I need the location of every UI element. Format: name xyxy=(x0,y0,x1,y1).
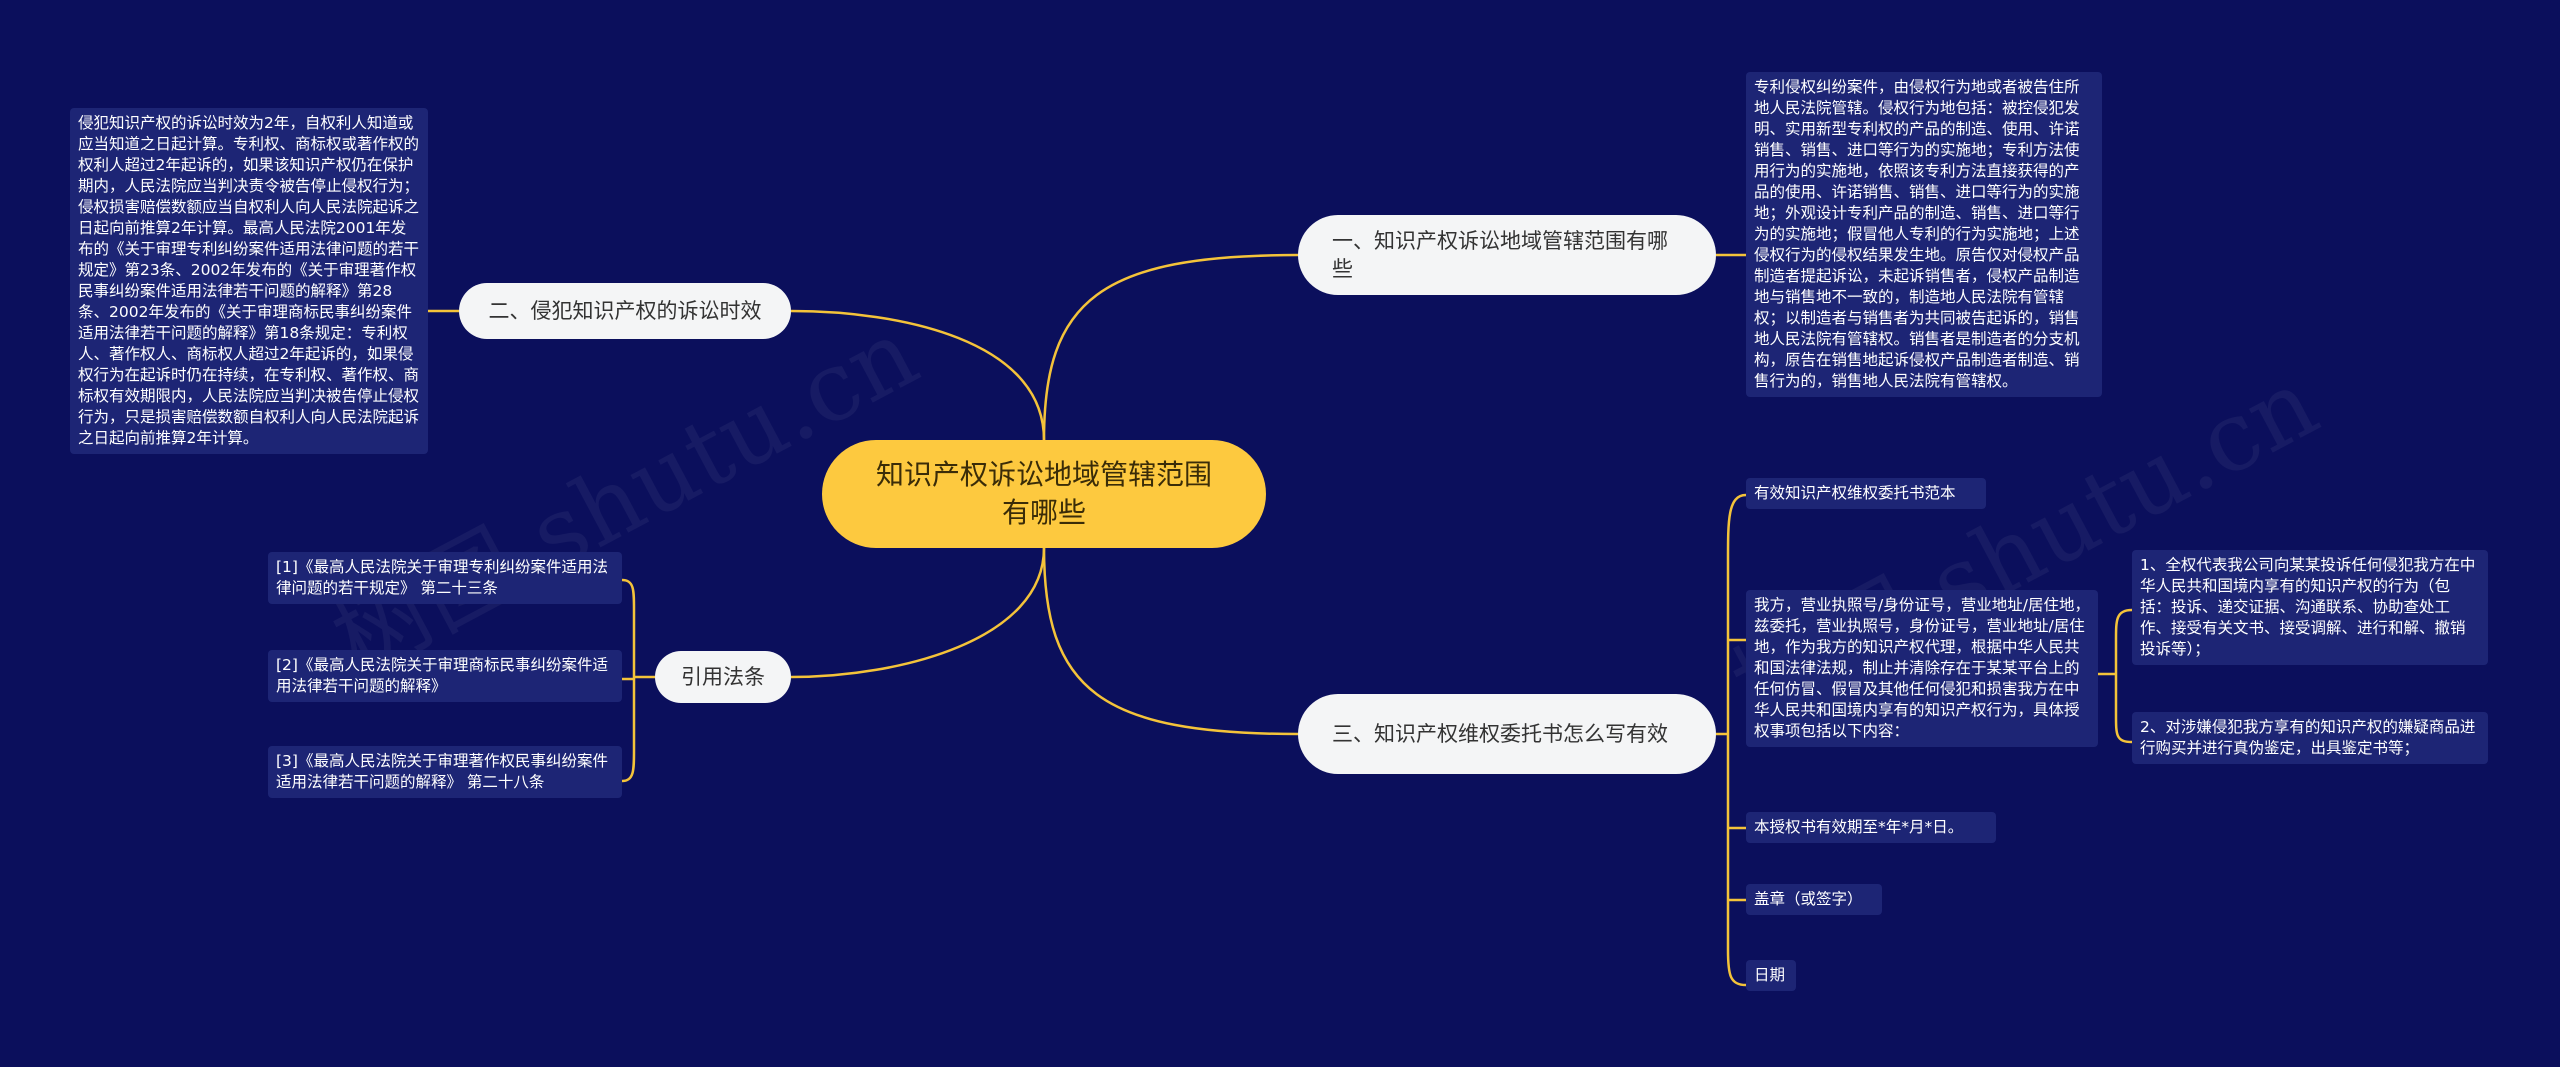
leaf-poa-sub-2[interactable]: 2、对涉嫌侵犯我方享有的知识产权的嫌疑商品进行购买并进行真伪鉴定，出具鉴定书等； xyxy=(2132,712,2488,764)
link-root-b4 xyxy=(790,547,1046,679)
link-root-b2 xyxy=(790,309,1046,441)
leaf-poa-title[interactable]: 有效知识产权维权委托书范本 xyxy=(1746,478,1986,509)
leaf-limitation-detail[interactable]: 侵犯知识产权的诉讼时效为2年，自权利人知道或应当知道之日起计算。专利权、商标权或… xyxy=(70,108,428,454)
leaf-poa-sub-1[interactable]: 1、全权代表我公司向某某投诉任何侵犯我方在中华人民共和国境内享有的知识产权的行为… xyxy=(2132,550,2488,665)
leaf-citation-1[interactable]: [1]《最高人民法院关于审理专利纠纷案件适用法律问题的若干规定》 第二十三条 xyxy=(268,552,622,604)
branch-label: 引用法条 xyxy=(681,665,765,689)
branch-label: 三、知识产权维权委托书怎么写有效 xyxy=(1332,722,1668,746)
branch-jurisdiction[interactable]: 一、知识产权诉讼地域管辖范围有哪些 xyxy=(1298,215,1716,295)
leaf-citation-2[interactable]: [2]《最高人民法院关于审理商标民事纠纷案件适用法律若干问题的解释》 xyxy=(268,650,622,702)
leaf-poa-date[interactable]: 日期 xyxy=(1746,960,1796,991)
branch-citations[interactable]: 引用法条 xyxy=(655,651,791,703)
leaf-citation-3[interactable]: [3]《最高人民法院关于审理著作权民事纠纷案件适用法律若干问题的解释》 第二十八… xyxy=(268,746,622,798)
leaf-poa-seal[interactable]: 盖章（或签字） xyxy=(1746,884,1882,915)
link-root-b3 xyxy=(1042,547,1299,736)
leaf-jurisdiction-detail[interactable]: 专利侵权纠纷案件，由侵权行为地或者被告住所地人民法院管辖。侵权行为地包括：被控侵… xyxy=(1746,72,2102,397)
leaf-poa-validity[interactable]: 本授权书有效期至*年*月*日。 xyxy=(1746,812,1996,843)
link-b4-bracket xyxy=(621,578,636,783)
root-title: 知识产权诉讼地域管辖范围有哪些 xyxy=(875,458,1212,529)
link-root-b1 xyxy=(1042,253,1299,441)
branch-label: 一、知识产权诉讼地域管辖范围有哪些 xyxy=(1332,229,1668,281)
branch-label: 二、侵犯知识产权的诉讼时效 xyxy=(488,299,762,323)
leaf-poa-body[interactable]: 我方，营业执照号/身份证号，营业地址/居住地，兹委托，营业执照号，身份证号，营业… xyxy=(1746,590,2098,747)
root-topic[interactable]: 知识产权诉讼地域管辖范围有哪些 xyxy=(822,440,1266,548)
branch-power-of-attorney[interactable]: 三、知识产权维权委托书怎么写有效 xyxy=(1298,694,1716,774)
link-b3-bracket xyxy=(1726,493,1747,987)
branch-limitation[interactable]: 二、侵犯知识产权的诉讼时效 xyxy=(459,283,791,339)
link-sub-bracket xyxy=(2114,608,2133,744)
